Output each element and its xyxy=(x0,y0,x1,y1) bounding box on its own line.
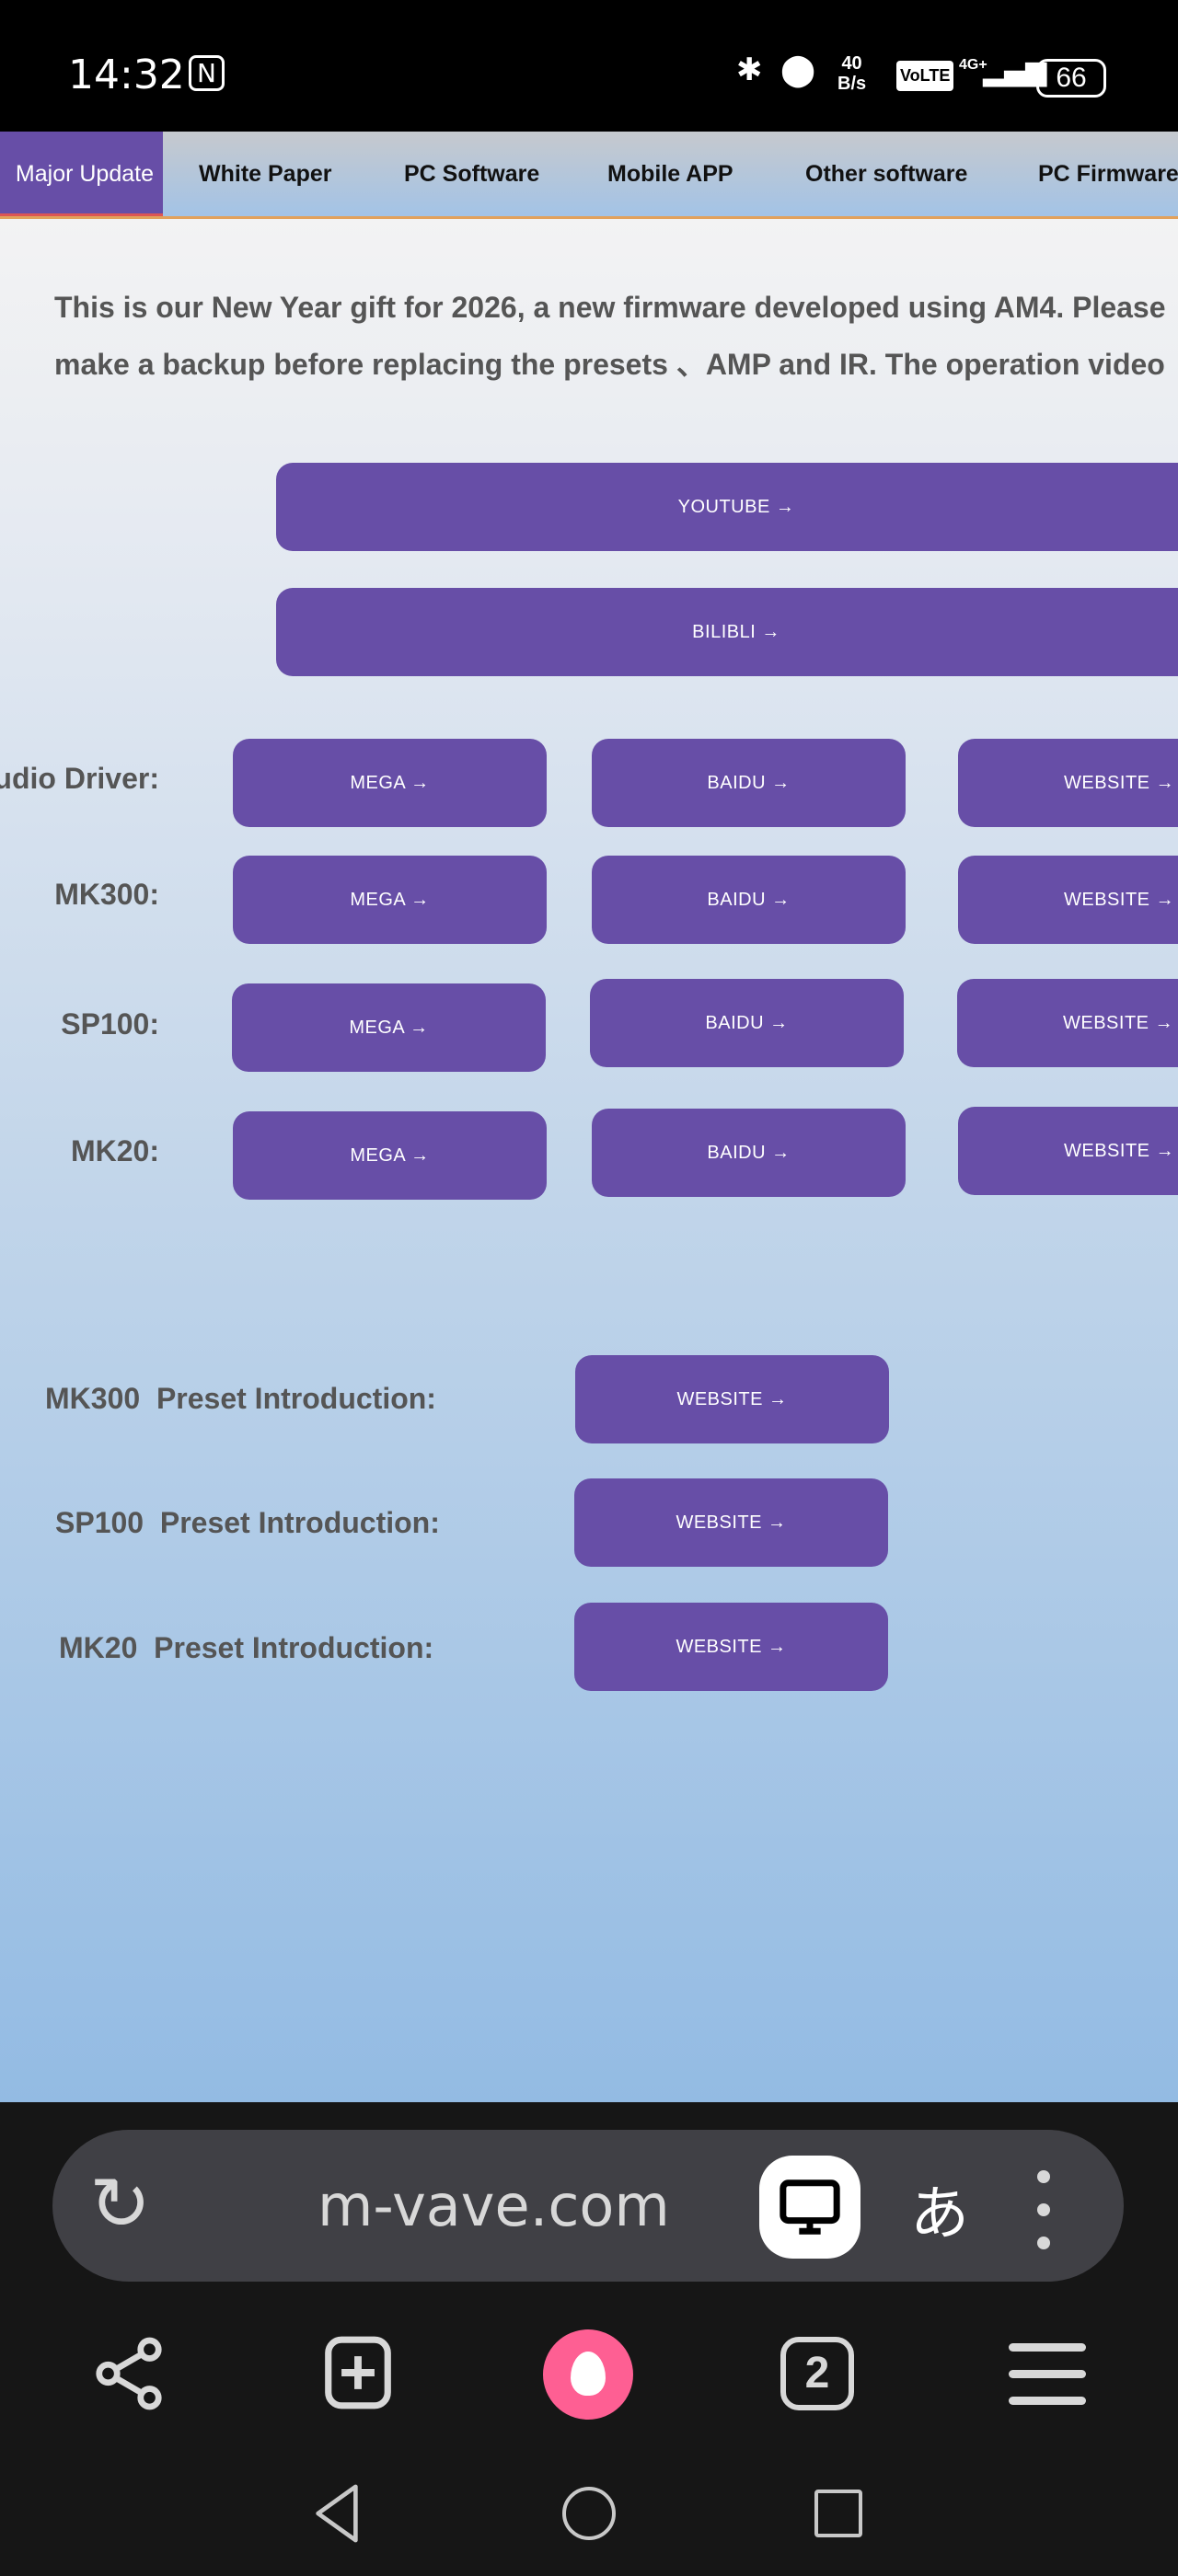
volte-icon: VoLTE xyxy=(896,61,954,91)
recents-icon[interactable] xyxy=(814,2490,862,2537)
mk300-baidu-button[interactable]: BAIDU → xyxy=(592,856,906,944)
mk20-preset-label: MK20 Preset Introduction: xyxy=(59,1631,434,1664)
audio-driver-website-button[interactable]: WEBSITE → xyxy=(958,739,1178,827)
youtube-button[interactable]: YOUTUBE → xyxy=(276,463,1178,551)
mk20-label: MK20: xyxy=(70,1134,159,1167)
nfc-icon: N xyxy=(189,55,225,91)
mk20-preset-website-button[interactable]: WEBSITE → xyxy=(574,1603,888,1691)
mk300-preset-website-button[interactable]: WEBSITE → xyxy=(575,1355,889,1443)
bar xyxy=(1009,2397,1086,2405)
mk300-preset-label: MK300 Preset Introduction: xyxy=(45,1382,436,1415)
network-type: 4G+ xyxy=(959,57,987,73)
mk20-mega-button[interactable]: MEGA → xyxy=(233,1111,547,1200)
intro-line-2: make a backup before replacing the prese… xyxy=(54,348,1165,381)
monitor-icon xyxy=(780,2179,840,2235)
sp100-baidu-button[interactable]: BAIDU → xyxy=(590,979,904,1067)
audio-driver-label: Audio Driver: xyxy=(0,762,159,795)
mk20-website-button[interactable]: WEBSITE → xyxy=(958,1107,1178,1195)
tab-white-paper[interactable]: White Paper xyxy=(199,161,332,187)
mk20-baidu-button[interactable]: BAIDU → xyxy=(592,1109,906,1197)
tabs-button[interactable]: 2 xyxy=(780,2337,854,2410)
tab-major-update[interactable]: Major Update xyxy=(0,132,163,216)
signal-icon: ▂▄▆ xyxy=(983,55,1047,87)
bilibili-button[interactable]: BILIBLI → xyxy=(276,588,1178,676)
location-icon: ⬤ xyxy=(780,52,816,88)
home-nav-icon[interactable] xyxy=(562,2487,616,2540)
audio-driver-mega-button[interactable]: MEGA → xyxy=(233,739,547,827)
more-menu-icon[interactable] xyxy=(1037,2159,1052,2249)
battery-icon: 66 xyxy=(1036,59,1106,98)
dot xyxy=(1037,2203,1050,2216)
desktop-mode-button[interactable] xyxy=(759,2156,860,2259)
browser-logo-icon xyxy=(571,2352,606,2396)
mk300-website-button[interactable]: WEBSITE → xyxy=(958,856,1178,944)
page-content: This is our New Year gift for 2026, a ne… xyxy=(0,219,1178,2102)
net-speed-unit: B/s xyxy=(837,74,867,94)
url-text[interactable]: m-vave.com xyxy=(318,2172,670,2239)
sp100-label: SP100: xyxy=(61,1007,159,1041)
home-button[interactable] xyxy=(543,2329,633,2420)
menu-icon[interactable] xyxy=(1009,2343,1086,2405)
sp100-website-button[interactable]: WEBSITE → xyxy=(957,979,1178,1067)
tab-pc-software[interactable]: PC Software xyxy=(404,161,540,187)
dot xyxy=(1037,2170,1050,2183)
net-speed-value: 40 xyxy=(841,53,862,74)
bar xyxy=(1009,2343,1086,2352)
reload-icon[interactable]: ↻ xyxy=(89,2161,152,2247)
mk300-label: MK300: xyxy=(54,878,159,911)
audio-driver-baidu-button[interactable]: BAIDU → xyxy=(592,739,906,827)
intro-line-1: This is our New Year gift for 2026, a ne… xyxy=(54,291,1166,324)
share-icon[interactable] xyxy=(87,2332,170,2415)
tab-pc-firmware[interactable]: PC Firmware xyxy=(1038,161,1178,187)
tab-other-software[interactable]: Other software xyxy=(805,161,968,187)
dot xyxy=(1037,2237,1050,2249)
back-icon[interactable] xyxy=(309,2484,364,2543)
sp100-preset-website-button[interactable]: WEBSITE → xyxy=(574,1478,888,1567)
clock: 14:32 xyxy=(68,52,185,98)
translate-button[interactable]: あ xyxy=(910,2180,969,2248)
address-bar[interactable]: ↻ m-vave.com あ xyxy=(52,2130,1124,2282)
top-nav: Major Update White Paper PC Software Mob… xyxy=(0,132,1178,219)
sp100-mega-button[interactable]: MEGA → xyxy=(232,983,546,1072)
tab-mobile-app[interactable]: Mobile APP xyxy=(607,161,733,187)
mk300-mega-button[interactable]: MEGA → xyxy=(233,856,547,944)
sp100-preset-label: SP100 Preset Introduction: xyxy=(55,1506,440,1539)
bar xyxy=(1009,2370,1086,2378)
bluetooth-icon: ✱ xyxy=(736,52,763,88)
new-tab-icon[interactable] xyxy=(318,2333,398,2412)
